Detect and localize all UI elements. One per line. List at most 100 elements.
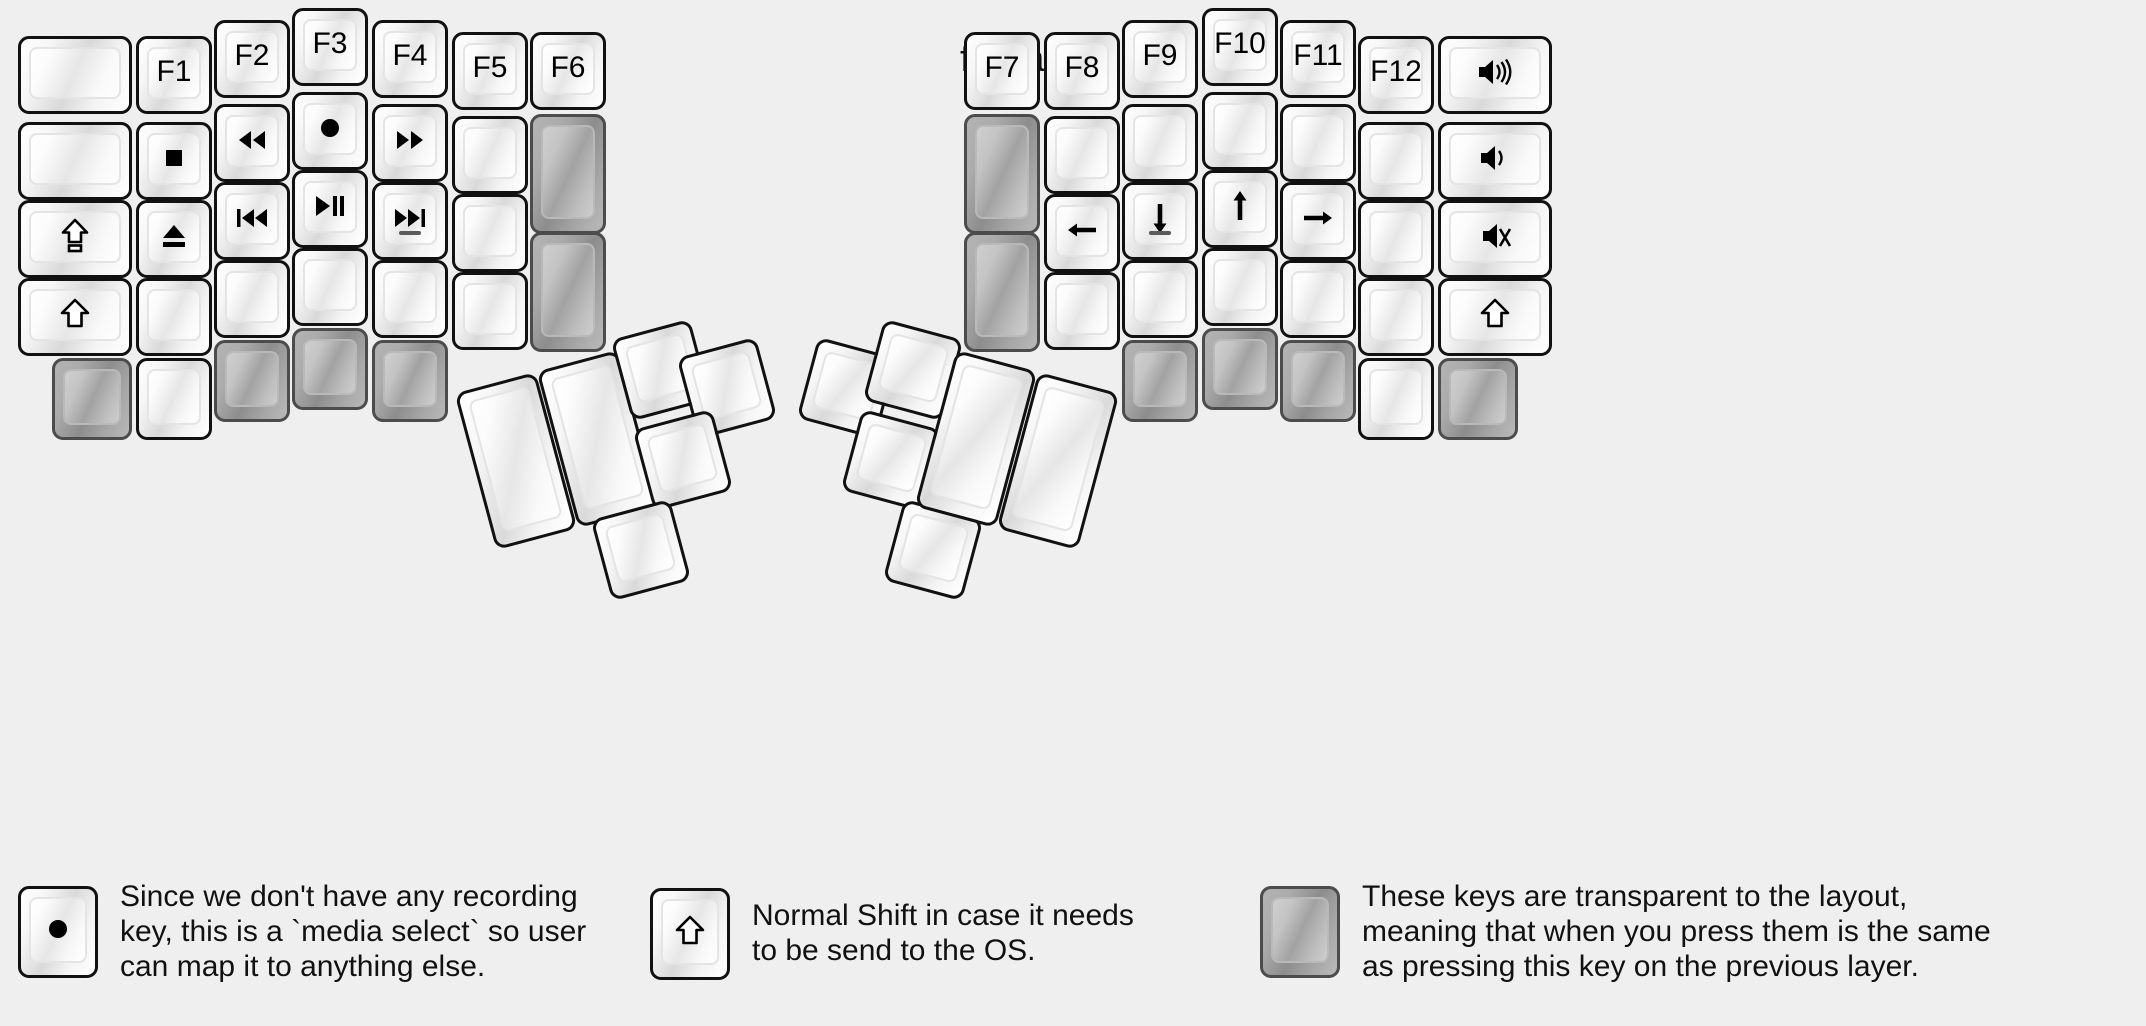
record-icon (21, 889, 95, 975)
keycap-r-c3-r4[interactable] (1202, 328, 1278, 410)
keycap-r-c5-r2[interactable] (1358, 200, 1434, 278)
legend-transparent-keycap-visual[interactable] (1260, 886, 1340, 979)
keycap-r-c4-r3[interactable] (1280, 260, 1356, 338)
keycap-r-c1-r1[interactable] (1044, 116, 1120, 194)
keycap-label: F9 (1142, 39, 1178, 72)
keycap-label: F11 (1293, 39, 1343, 72)
keycap-l-c2-r3[interactable] (214, 260, 290, 338)
keycap-l-c4-r2[interactable] (372, 182, 448, 260)
keycap-r-c2-r4[interactable] (1122, 340, 1198, 422)
keycap-l-c1-r4[interactable] (136, 358, 212, 440)
keycap-l-c3-r1[interactable] (292, 92, 368, 170)
keycap-label (1283, 343, 1353, 419)
keycap-l-c6-r1[interactable] (530, 114, 606, 234)
keycap-l-c4-r0[interactable]: F4 (372, 20, 448, 98)
keycap-r-c2-r1[interactable] (1122, 104, 1198, 182)
keycap-l-c2-r2[interactable] (214, 182, 290, 260)
keycap-l-c4-r4[interactable] (372, 340, 448, 422)
keycap-r-c4-r4[interactable] (1280, 340, 1356, 422)
keycap-label: F6 (550, 51, 586, 84)
keycap-l-c0-r3[interactable] (18, 278, 132, 356)
keycap-r-c2-r3[interactable] (1122, 260, 1198, 338)
keycap-l-c3-r2[interactable] (292, 170, 368, 248)
arrow-up-icon (1205, 173, 1275, 245)
keycap-l-c4-r3[interactable] (372, 260, 448, 338)
keycap-l-c5-r3[interactable] (452, 272, 528, 350)
keycap-l-c1-r0[interactable]: F1 (136, 36, 212, 114)
keycap-label (375, 343, 445, 419)
keycap-label (21, 39, 129, 111)
keycap-r-c3-r3[interactable] (1202, 248, 1278, 326)
keycap-l-c2-r4[interactable] (214, 340, 290, 422)
keycap-l-c0-r4[interactable] (52, 358, 132, 440)
keycap-r-c2-r2[interactable] (1122, 182, 1198, 260)
keycap-l-c6-r0[interactable]: F6 (530, 32, 606, 110)
keycap-l-c2-r1[interactable] (214, 104, 290, 182)
legend-shift-keycap-visual[interactable] (650, 888, 730, 980)
keycap-l-c6-r2[interactable] (530, 232, 606, 352)
keycap-label (1361, 281, 1431, 353)
keycap-l-c3-r4[interactable] (292, 328, 368, 410)
keycap-label: F5 (472, 51, 508, 84)
keycap-r-c1-r0[interactable]: F8 (1044, 32, 1120, 110)
legend-record: Since we don't have any recording key, t… (18, 880, 586, 984)
keycap-r-c4-r1[interactable] (1280, 104, 1356, 182)
keycap-r-c6-r3[interactable] (1438, 278, 1552, 356)
keycap-label (594, 502, 688, 597)
play-pause-icon (295, 173, 365, 245)
keycap-r-c4-r0[interactable]: F11 (1280, 20, 1356, 98)
keycap-label (455, 119, 525, 191)
keycap-l-c5-r0[interactable]: F5 (452, 32, 528, 110)
keycap-r-c6-r0[interactable] (1438, 36, 1552, 114)
keycap-r-c0-r0[interactable]: F7 (964, 32, 1040, 110)
keycap-r-c6-r4[interactable] (1438, 358, 1518, 440)
keycap-l-c5-r1[interactable] (452, 116, 528, 194)
keycap-r-c0-r2[interactable] (964, 232, 1040, 352)
keycap-l-c5-r2[interactable] (452, 194, 528, 272)
keycap-r-c5-r1[interactable] (1358, 122, 1434, 200)
legend-record-keycap-visual[interactable] (18, 886, 98, 979)
arrow-left-icon (1047, 197, 1117, 269)
keycap-r-c6-r2[interactable] (1438, 200, 1552, 278)
keycap-label (139, 281, 209, 353)
keycap-l-c3-r0[interactable]: F3 (292, 8, 368, 86)
keycap-r-c3-r1[interactable] (1202, 92, 1278, 170)
keycap-label (21, 125, 129, 197)
keycap-label (455, 275, 525, 347)
keycap-label (533, 117, 603, 231)
prev-track-icon (217, 185, 287, 257)
keycap-r-c2-r0[interactable]: F9 (1122, 20, 1198, 98)
keycap-r-c6-r1[interactable] (1438, 122, 1552, 200)
volume-up-icon (1441, 39, 1549, 111)
rewind-icon (217, 107, 287, 179)
keycap-l-c2-r0[interactable]: F2 (214, 20, 290, 98)
keycap-label: F8 (1064, 51, 1100, 84)
keycap-r-c5-r4[interactable] (1358, 358, 1434, 440)
shift-icon (653, 891, 727, 977)
keycap-label (1361, 361, 1431, 437)
legend-record-keycap (18, 886, 98, 979)
keycap-r-c0-r1[interactable] (964, 114, 1040, 234)
keycap-r-c3-r2[interactable] (1202, 170, 1278, 248)
legend-record-text: Since we don't have any recording key, t… (120, 880, 587, 983)
keycap-l-c4-r1[interactable] (372, 104, 448, 182)
keycap-l-c1-r3[interactable] (136, 278, 212, 356)
keycap-r-c4-r2[interactable] (1280, 182, 1356, 260)
keycap-r-c5-r3[interactable] (1358, 278, 1434, 356)
legend-shift: Normal Shift in case it needs to be send… (650, 888, 1134, 980)
keycap-label: F3 (312, 27, 348, 60)
keycap-l-c0-r1[interactable] (18, 122, 132, 200)
keycap-r-c1-r2[interactable] (1044, 194, 1120, 272)
keycap-label (1125, 343, 1195, 419)
keycap-r-c1-r3[interactable] (1044, 272, 1120, 350)
keycap-label (1263, 889, 1337, 975)
keycap-l-c1-r1[interactable] (136, 122, 212, 200)
keycap-r-c3-r0[interactable]: F10 (1202, 8, 1278, 86)
keycap-l-c0-r0[interactable] (18, 36, 132, 114)
keycap-l-c3-r3[interactable] (292, 248, 368, 326)
keycap-l-c0-r2[interactable] (18, 200, 132, 278)
volume-mute-icon (1441, 203, 1549, 275)
keycap-r-c5-r0[interactable]: F12 (1358, 36, 1434, 114)
keycap-l-c1-r2[interactable] (136, 200, 212, 278)
